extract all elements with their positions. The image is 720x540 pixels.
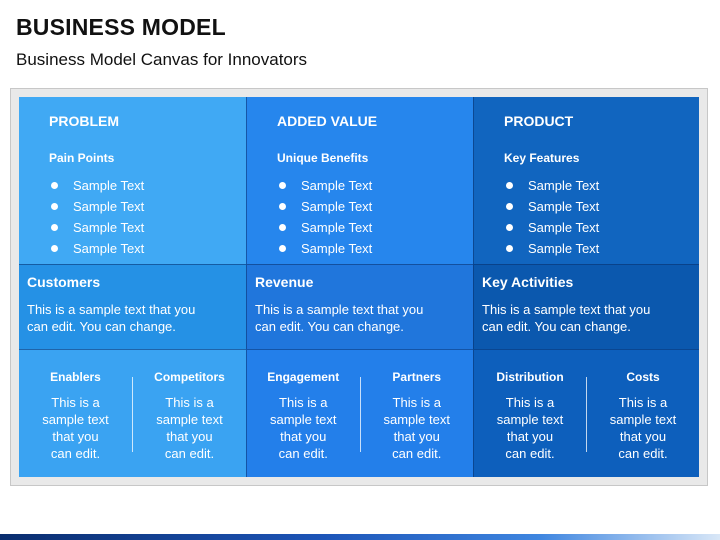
item-text-line: that you (393, 429, 440, 444)
item-text-line: can edit. (392, 446, 442, 461)
list-item: Sample Text (49, 217, 246, 238)
item-text-line: This is a (392, 395, 441, 410)
engagement-item: Engagement This is a sample text that yo… (247, 350, 360, 477)
block-subtitle: Key Features (504, 151, 580, 165)
item-text-line: sample text (156, 412, 223, 427)
block-title: PRODUCT (504, 113, 574, 129)
item-text-line: sample text (270, 412, 337, 427)
item-text-line: that you (619, 429, 667, 444)
block-title: Revenue (255, 274, 314, 290)
list-item: Sample Text (277, 175, 473, 196)
page-title: BUSINESS MODEL (16, 14, 226, 40)
item-text-line: This is a (51, 395, 100, 410)
list-item: Sample Text (49, 196, 246, 217)
item-title: Competitors (154, 370, 225, 384)
block-text-line: can edit. You can change. (27, 319, 176, 334)
list-item: Sample Text (277, 238, 473, 259)
item-text-line: This is a (165, 395, 214, 410)
item-text-line: that you (280, 429, 327, 444)
added-value-block: ADDED VALUE Unique Benefits Sample Text … (246, 97, 473, 264)
block-title: ADDED VALUE (277, 113, 378, 129)
item-title: Costs (626, 370, 660, 384)
business-model-canvas: PROBLEM Pain Points Sample Text Sample T… (19, 97, 699, 477)
item-title: Distribution (496, 370, 564, 384)
item-text-line: sample text (609, 412, 677, 427)
block-title: Customers (27, 274, 101, 290)
list-item: Sample Text (504, 175, 699, 196)
vertical-divider (586, 377, 587, 452)
block-text-line: This is a sample text that you (482, 302, 651, 317)
list-item: Sample Text (504, 238, 699, 259)
item-title: Partners (392, 370, 442, 384)
item-text-line: This is a (279, 395, 328, 410)
item-text-line: that you (506, 429, 554, 444)
item-text-line: that you (166, 429, 213, 444)
list-item: Sample Text (504, 196, 699, 217)
page-subtitle: Business Model Canvas for Innovators (16, 50, 308, 69)
distribution-item: Distribution This is a sample text that … (474, 350, 586, 477)
engagement-partners-block: Engagement This is a sample text that yo… (246, 349, 473, 477)
vertical-divider (359, 377, 361, 452)
list-item: Sample Text (504, 217, 699, 238)
footer-gradient-bar (0, 534, 720, 540)
partners-item: Partners This is a sample text that you … (361, 350, 474, 477)
block-text-line: can edit. You can change. (255, 319, 404, 334)
item-title: Engagement (267, 370, 340, 384)
item-text-line: can edit. (278, 446, 328, 461)
item-text-line: can edit. (50, 446, 101, 461)
item-text-line: can edit. (618, 446, 668, 461)
vertical-divider (132, 377, 133, 452)
item-text-line: This is a (505, 395, 555, 410)
key-activities-block: Key Activities This is a sample text tha… (473, 264, 699, 349)
item-text-line: This is a (618, 395, 668, 410)
block-text-line: can edit. You can change. (482, 319, 631, 334)
block-title: PROBLEM (49, 113, 119, 129)
product-block: PRODUCT Key Features Sample Text Sample … (473, 97, 699, 264)
block-title: Key Activities (482, 274, 574, 290)
list-item: Sample Text (49, 238, 246, 259)
costs-item: Costs This is a sample text that you can… (587, 350, 699, 477)
revenue-block: Revenue This is a sample text that you c… (246, 264, 473, 349)
bullet-list: Sample Text Sample Text Sample Text Samp… (504, 175, 699, 259)
item-text-line: can edit. (505, 446, 555, 461)
block-text-line: This is a sample text that you (27, 302, 196, 317)
item-text-line: sample text (496, 412, 564, 427)
list-item: Sample Text (277, 217, 473, 238)
item-text-line: that you (52, 429, 99, 444)
item-text-line: sample text (383, 412, 450, 427)
block-subtitle: Pain Points (49, 151, 115, 165)
list-item: Sample Text (277, 196, 473, 217)
item-text-line: can edit. (164, 446, 215, 461)
customers-block: Customers This is a sample text that you… (19, 264, 246, 349)
competitors-item: Competitors This is a sample text that y… (133, 350, 246, 477)
item-title: Enablers (50, 370, 101, 384)
list-item: Sample Text (49, 175, 246, 196)
problem-block: PROBLEM Pain Points Sample Text Sample T… (19, 97, 246, 264)
distribution-costs-block: Distribution This is a sample text that … (473, 349, 699, 477)
item-text-line: sample text (42, 412, 109, 427)
bullet-list: Sample Text Sample Text Sample Text Samp… (49, 175, 246, 259)
block-subtitle: Unique Benefits (277, 151, 369, 165)
enablers-item: Enablers This is a sample text that you … (19, 350, 132, 477)
bullet-list: Sample Text Sample Text Sample Text Samp… (277, 175, 473, 259)
enablers-competitors-block: Enablers This is a sample text that you … (19, 349, 246, 477)
block-text-line: This is a sample text that you (255, 302, 424, 317)
